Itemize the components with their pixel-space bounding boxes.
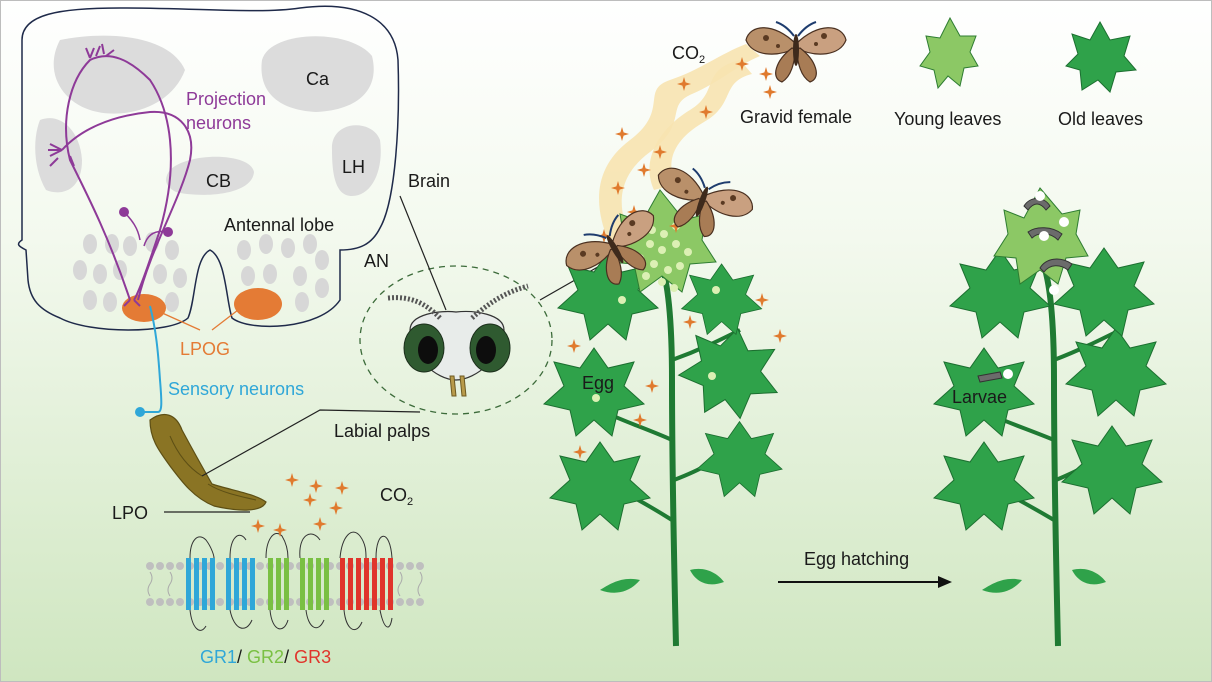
ca-region (261, 36, 374, 112)
egg-hatching-label: Egg hatching (804, 549, 910, 569)
gr3-receptor (340, 558, 393, 610)
antennal-lobe-label: Antennal lobe (224, 215, 335, 235)
co2-plume-2 (649, 60, 752, 190)
gr1-label: GR1 (200, 647, 238, 667)
lpog-label: LPOG (180, 339, 231, 359)
insect-head (387, 283, 529, 397)
feeding-damage (1003, 191, 1069, 379)
projection-neurons (48, 43, 193, 307)
labial-palp-segment (149, 413, 267, 511)
co2-molecules-lpo (251, 473, 349, 537)
gr2-label: GR2 (247, 647, 285, 667)
co2-label-lpo: CO2 (380, 485, 414, 508)
plant-right (933, 187, 1167, 647)
gr2-receptor (268, 558, 329, 610)
ca-label: Ca (306, 69, 330, 89)
brain-region-left (53, 35, 185, 114)
cb-label: CB (206, 171, 232, 191)
brain-pointer (399, 195, 447, 311)
projection-neurons-label-2: neurons (186, 113, 252, 133)
larvae-label: Larvae (952, 387, 1008, 407)
young-leaf-icon (919, 16, 979, 90)
sensory-neurons-label: Sensory neurons (168, 379, 305, 399)
sensory-neuron-soma (135, 407, 145, 417)
receptor-legend: GR1/ GR2/ GR3 (200, 647, 332, 667)
sensory-neuron-axon (140, 305, 163, 413)
brain-label: Brain (408, 171, 451, 191)
egg-label: Egg (582, 373, 615, 393)
old-leaves-label: Old leaves (1058, 109, 1144, 129)
receptor-loops (189, 531, 393, 631)
head-callout-circle (359, 265, 553, 415)
brain-outline (17, 5, 400, 331)
lh-label: LH (342, 157, 366, 177)
labial-palps-pointer (201, 409, 421, 477)
lpog-right (234, 288, 282, 320)
lpo-label: LPO (112, 503, 149, 523)
lh-region (331, 125, 381, 196)
gravid-female-moth (745, 21, 847, 83)
old-leaf-icon (1065, 20, 1138, 93)
side-region-left (35, 118, 82, 193)
larvae-group (977, 198, 1073, 383)
co2-label-top: CO2 (672, 43, 706, 66)
an-label: AN (364, 251, 390, 271)
lpog-pointer-lines (159, 309, 239, 331)
gr3-label: GR3 (294, 647, 332, 667)
lpog-left (122, 294, 166, 322)
glomeruli-right (237, 234, 329, 312)
labial-palps-label: Labial palps (334, 421, 431, 441)
gravid-female-label: Gravid female (740, 107, 853, 127)
glomeruli-left (73, 232, 187, 312)
projection-neurons-label-1: Projection (186, 89, 267, 109)
gr1-receptor (186, 558, 255, 610)
young-leaves-label: Young leaves (894, 109, 1002, 129)
